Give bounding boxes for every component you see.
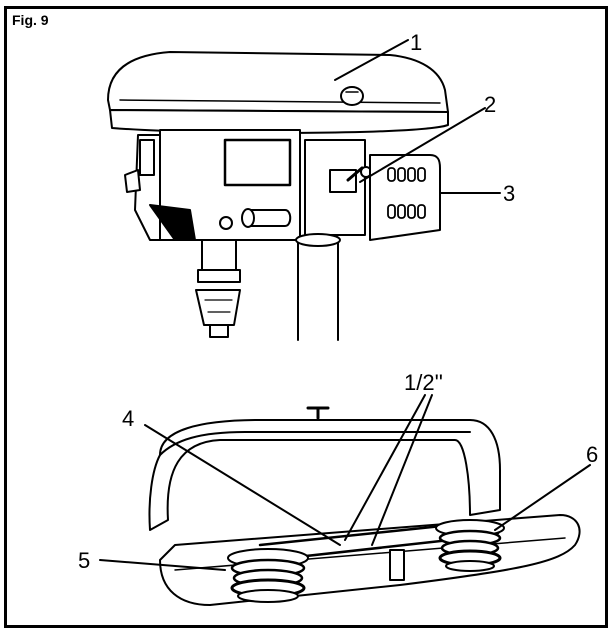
cover-knob	[340, 86, 364, 106]
motor-pulley	[435, 519, 505, 572]
callout-1: 1	[410, 30, 422, 55]
callout-4: 4	[122, 406, 134, 431]
motor-housing	[369, 154, 441, 241]
chuck	[195, 289, 241, 326]
figure-title: Fig. 9	[12, 12, 49, 28]
callout-2: 2	[484, 92, 496, 117]
drill-press-head	[107, 51, 449, 341]
callout-6: 6	[586, 442, 598, 467]
leader-lines	[99, 39, 591, 571]
callout-5: 5	[78, 548, 90, 573]
figure-frame	[4, 6, 608, 628]
spindle-pulley	[227, 548, 309, 603]
pulley-base	[159, 514, 581, 606]
pulley-cover-lid	[148, 419, 501, 531]
callout-half-inch: 1/2''	[404, 370, 443, 395]
column	[297, 239, 339, 341]
open-pulley-box	[148, 406, 581, 606]
callout-3: 3	[503, 181, 515, 206]
